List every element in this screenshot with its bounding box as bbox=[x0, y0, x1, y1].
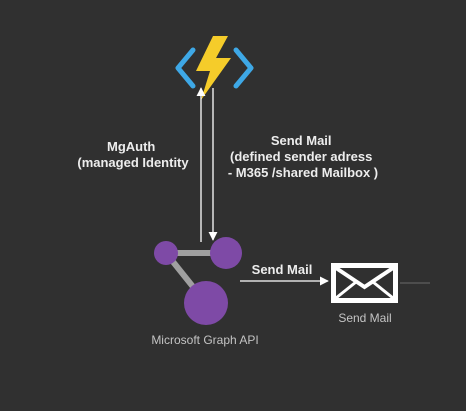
send-mail-target-label: Send Mail bbox=[338, 311, 391, 325]
envelope-fold-right bbox=[372, 280, 394, 300]
send-request-label-line-2: (defined sender adress bbox=[230, 149, 372, 164]
send-request-label-line-1: Send Mail bbox=[271, 133, 332, 148]
send-request-label: Send Mail (defined sender adress - M365 … bbox=[228, 133, 378, 180]
graph-node-bottom bbox=[184, 281, 228, 325]
envelope-icon bbox=[331, 263, 398, 303]
microsoft-graph-icon bbox=[154, 237, 242, 325]
send-request-label-line-3: - M365 /shared Mailbox ) bbox=[228, 165, 378, 180]
auth-label-line-2: (managed Identity bbox=[77, 155, 189, 170]
envelope-flap bbox=[334, 266, 395, 290]
auth-label-line-1: MgAuth bbox=[107, 139, 155, 154]
lightning-bolt bbox=[196, 36, 231, 100]
auth-label: MgAuth (managed Identity bbox=[77, 139, 189, 170]
graph-node-left bbox=[154, 241, 178, 265]
graph-node-right bbox=[210, 237, 242, 269]
left-bracket bbox=[175, 47, 196, 89]
deliver-label: Send Mail bbox=[252, 262, 313, 277]
envelope-fold-left bbox=[335, 280, 357, 300]
right-bracket bbox=[233, 47, 254, 89]
graph-api-label: Microsoft Graph API bbox=[151, 333, 258, 347]
azure-functions-icon bbox=[175, 36, 254, 100]
